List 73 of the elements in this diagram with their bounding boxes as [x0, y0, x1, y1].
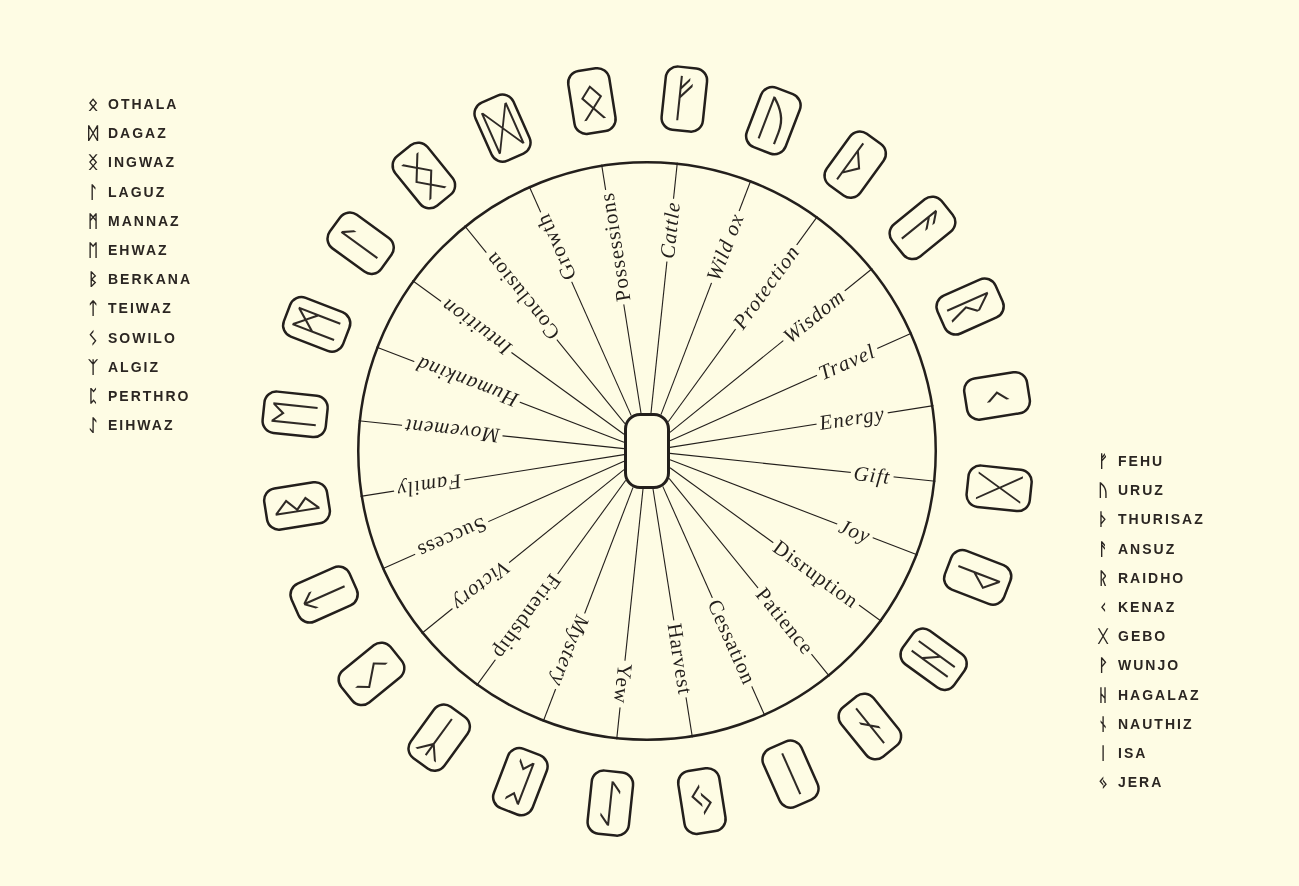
rune-name: NAUTHIZ	[1118, 714, 1194, 733]
rune-symbol: ᚱ	[1098, 568, 1108, 587]
rune-symbol: ᛚ	[88, 182, 98, 201]
rune-letter: ᛈ	[497, 752, 544, 811]
center-hub	[624, 413, 670, 489]
rune-symbol: ᚾ	[1098, 714, 1108, 733]
rune-letter: ᛟ	[572, 74, 611, 129]
rune-name: PERTHRO	[108, 387, 191, 405]
rune-letter: ᚾ	[842, 697, 898, 755]
rune-letter: ᛇ	[592, 776, 628, 830]
rune-symbol: ᚠ	[1098, 452, 1108, 470]
rune-letter: ᚱ	[941, 283, 1000, 331]
rune-name: JERA	[1118, 773, 1164, 792]
rune-letter: ᛒ	[270, 487, 325, 526]
rune-symbol: ᛏ	[88, 299, 98, 318]
rune-symbol: ᛊ	[88, 328, 98, 347]
rune-name: EIHWAZ	[108, 416, 175, 435]
rune-letter: ᚢ	[750, 91, 797, 150]
rune-letter: ᚠ	[666, 72, 702, 126]
rune-symbol: ᛗ	[88, 211, 98, 230]
rune-symbol: ᛈ	[88, 387, 98, 405]
rune-name: BERKANA	[108, 270, 192, 289]
rune-name: URUZ	[1118, 481, 1165, 500]
rune-symbol: ᛝ	[88, 153, 98, 172]
rune-symbol: ᚦ	[1098, 510, 1108, 529]
rune-symbol: ᚹ	[1098, 656, 1108, 675]
rune-letter: ᚨ	[893, 200, 951, 256]
rune-symbol: ᛃ	[1098, 773, 1108, 792]
rune-name: LAGUZ	[108, 182, 167, 201]
rune-letter: ᚹ	[948, 554, 1007, 601]
rune-name: WUNJO	[1118, 656, 1181, 675]
rune-letter: ᚷ	[972, 470, 1026, 506]
rune-letter: ᛝ	[396, 147, 452, 205]
rune-name: ISA	[1118, 744, 1148, 762]
rune-name: DAGAZ	[108, 124, 168, 143]
rune-symbol: ᚢ	[1098, 481, 1108, 500]
rune-name: SOWILO	[108, 328, 177, 347]
rune-letter: ᛉ	[412, 708, 466, 767]
rune-symbol: ᛒ	[88, 270, 98, 289]
rune-name: THURISAZ	[1118, 510, 1205, 529]
rune-name: HAGALAZ	[1118, 685, 1201, 704]
rune-symbol: ᛖ	[88, 241, 98, 259]
rune-symbol: ᚷ	[1098, 627, 1108, 646]
rune-letter: ᛗ	[287, 301, 346, 348]
rune-name: INGWAZ	[108, 153, 176, 172]
rune-name: OTHALA	[108, 95, 179, 113]
rune-name: GEBO	[1118, 627, 1168, 646]
rune-letter: ᛃ	[683, 773, 722, 828]
rune-name: RAIDHO	[1118, 568, 1186, 587]
rune-letter: ᛊ	[343, 646, 401, 702]
rune-name: KENAZ	[1118, 598, 1177, 616]
rune-name: EHWAZ	[108, 241, 169, 259]
rune-symbol: ᚨ	[1098, 539, 1108, 558]
rune-name: TEIWAZ	[108, 299, 173, 318]
rune-name: ALGIZ	[108, 357, 160, 376]
rune-letter: ᛞ	[479, 98, 527, 157]
rune-name: ANSUZ	[1118, 539, 1177, 558]
rune-name: MANNAZ	[108, 211, 181, 230]
rune-letter: ᚲ	[969, 376, 1024, 415]
rune-symbol: ᛟ	[88, 95, 98, 113]
rune-letter: ᚦ	[828, 135, 882, 194]
rune-name: FEHU	[1118, 452, 1165, 470]
rune-symbol: ᚺ	[1098, 685, 1108, 704]
rune-symbol: ᛁ	[1098, 744, 1108, 762]
rune-letter: ᛖ	[268, 396, 322, 432]
rune-symbol: ᛞ	[88, 124, 98, 143]
rune-letter: ᛁ	[767, 745, 815, 804]
rune-symbol: ᚲ	[1098, 598, 1108, 616]
rune-letter: ᛏ	[294, 571, 353, 619]
rune-symbol: ᛉ	[88, 357, 98, 376]
rune-symbol: ᛇ	[88, 416, 98, 435]
rune-letter: ᛚ	[331, 216, 390, 270]
rune-letter: ᚺ	[904, 632, 963, 686]
